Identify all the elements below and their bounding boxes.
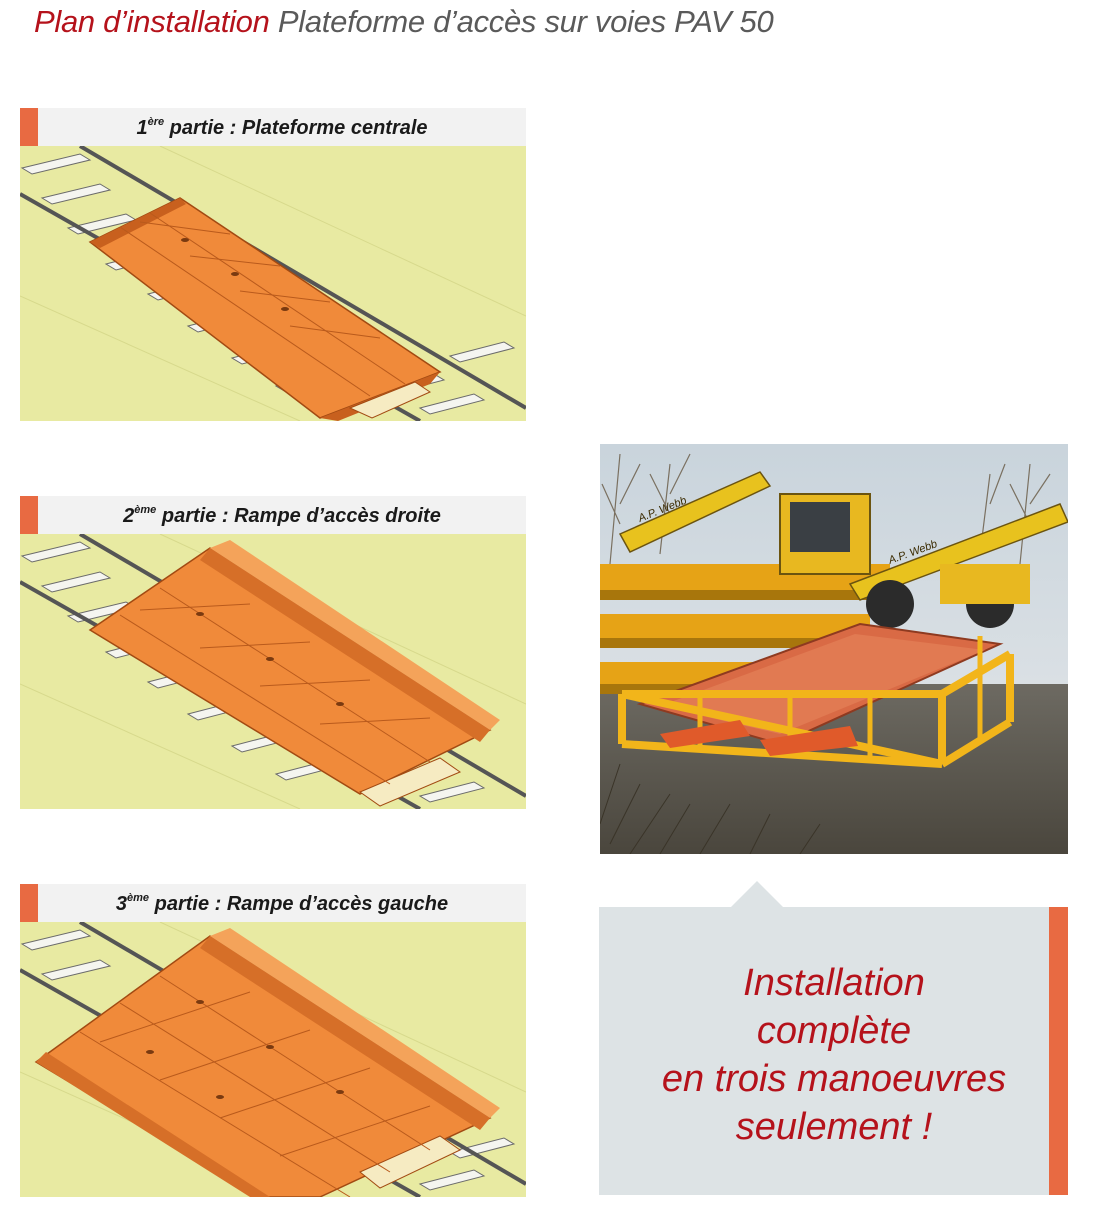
platform-body: [34, 928, 500, 1197]
caption-text: partie : Plateforme centrale: [164, 117, 428, 139]
render-right-ramp: [20, 534, 526, 809]
callout-pointer: [731, 881, 783, 907]
panel-caption: 1ère partie : Plateforme centrale: [38, 108, 526, 146]
caption-ordinal: ème: [127, 892, 150, 904]
callout-accent-bar: [1049, 907, 1068, 1195]
panel-caption: 3ème partie : Rampe d’accès gauche: [38, 884, 526, 922]
panel-accent-bar: [20, 496, 38, 534]
summary-callout: Installation complète en trois manoeuvre…: [599, 881, 1069, 1195]
panel-left-ramp: 3ème partie : Rampe d’accès gauche: [20, 884, 526, 1197]
platform-body: [88, 197, 442, 421]
title-highlight: Plan d’installation: [34, 4, 270, 39]
panel-caption: 2ème partie : Rampe d’accès droite: [38, 496, 526, 534]
foreground-brush: [599, 763, 821, 855]
caption-text: partie : Rampe d’accès gauche: [149, 893, 449, 915]
title-subject: Plateforme d’accès sur voies PAV 50: [277, 4, 774, 39]
callout-line: seulement !: [735, 1106, 933, 1148]
callout-message: Installation complète en trois manoeuvre…: [599, 959, 1069, 1151]
render-left-ramp: [20, 922, 526, 1197]
photo-illustration: A.P. Webb A.P. Webb: [599, 444, 1070, 855]
callout-background: [599, 907, 1049, 1195]
panel-central-platform: 1ère partie : Plateforme centrale: [20, 108, 526, 421]
caption-text: partie : Rampe d’accès droite: [156, 505, 441, 527]
page-title: Plan d’installation Plateforme d’accès s…: [34, 4, 774, 40]
installation-photo: A.P. Webb A.P. Webb: [599, 444, 1070, 855]
caption-number: 1: [136, 117, 148, 139]
render-central-platform: [20, 146, 526, 421]
platform-frame: [618, 622, 1014, 768]
caption-number: 3: [115, 893, 128, 915]
panel-header: 2ème partie : Rampe d’accès droite: [20, 496, 526, 534]
caption-number: 2: [123, 505, 135, 527]
callout-line: Installation: [743, 962, 925, 1004]
caption-ordinal: ère: [147, 116, 165, 128]
callout-line: en trois manoeuvres: [661, 1058, 1007, 1100]
panel-accent-bar: [20, 108, 38, 146]
panel-right-ramp: 2ème partie : Rampe d’accès droite: [20, 496, 526, 809]
panel-accent-bar: [20, 884, 38, 922]
platform-body: [88, 540, 500, 807]
excavators: A.P. Webb A.P. Webb: [618, 471, 1070, 628]
panel-header: 1ère partie : Plateforme centrale: [20, 108, 526, 146]
panel-header: 3ème partie : Rampe d’accès gauche: [20, 884, 526, 922]
callout-line: complète: [756, 1010, 912, 1052]
caption-ordinal: ème: [134, 504, 157, 516]
ground-lines: [20, 146, 526, 421]
sleepers: [20, 929, 516, 1191]
